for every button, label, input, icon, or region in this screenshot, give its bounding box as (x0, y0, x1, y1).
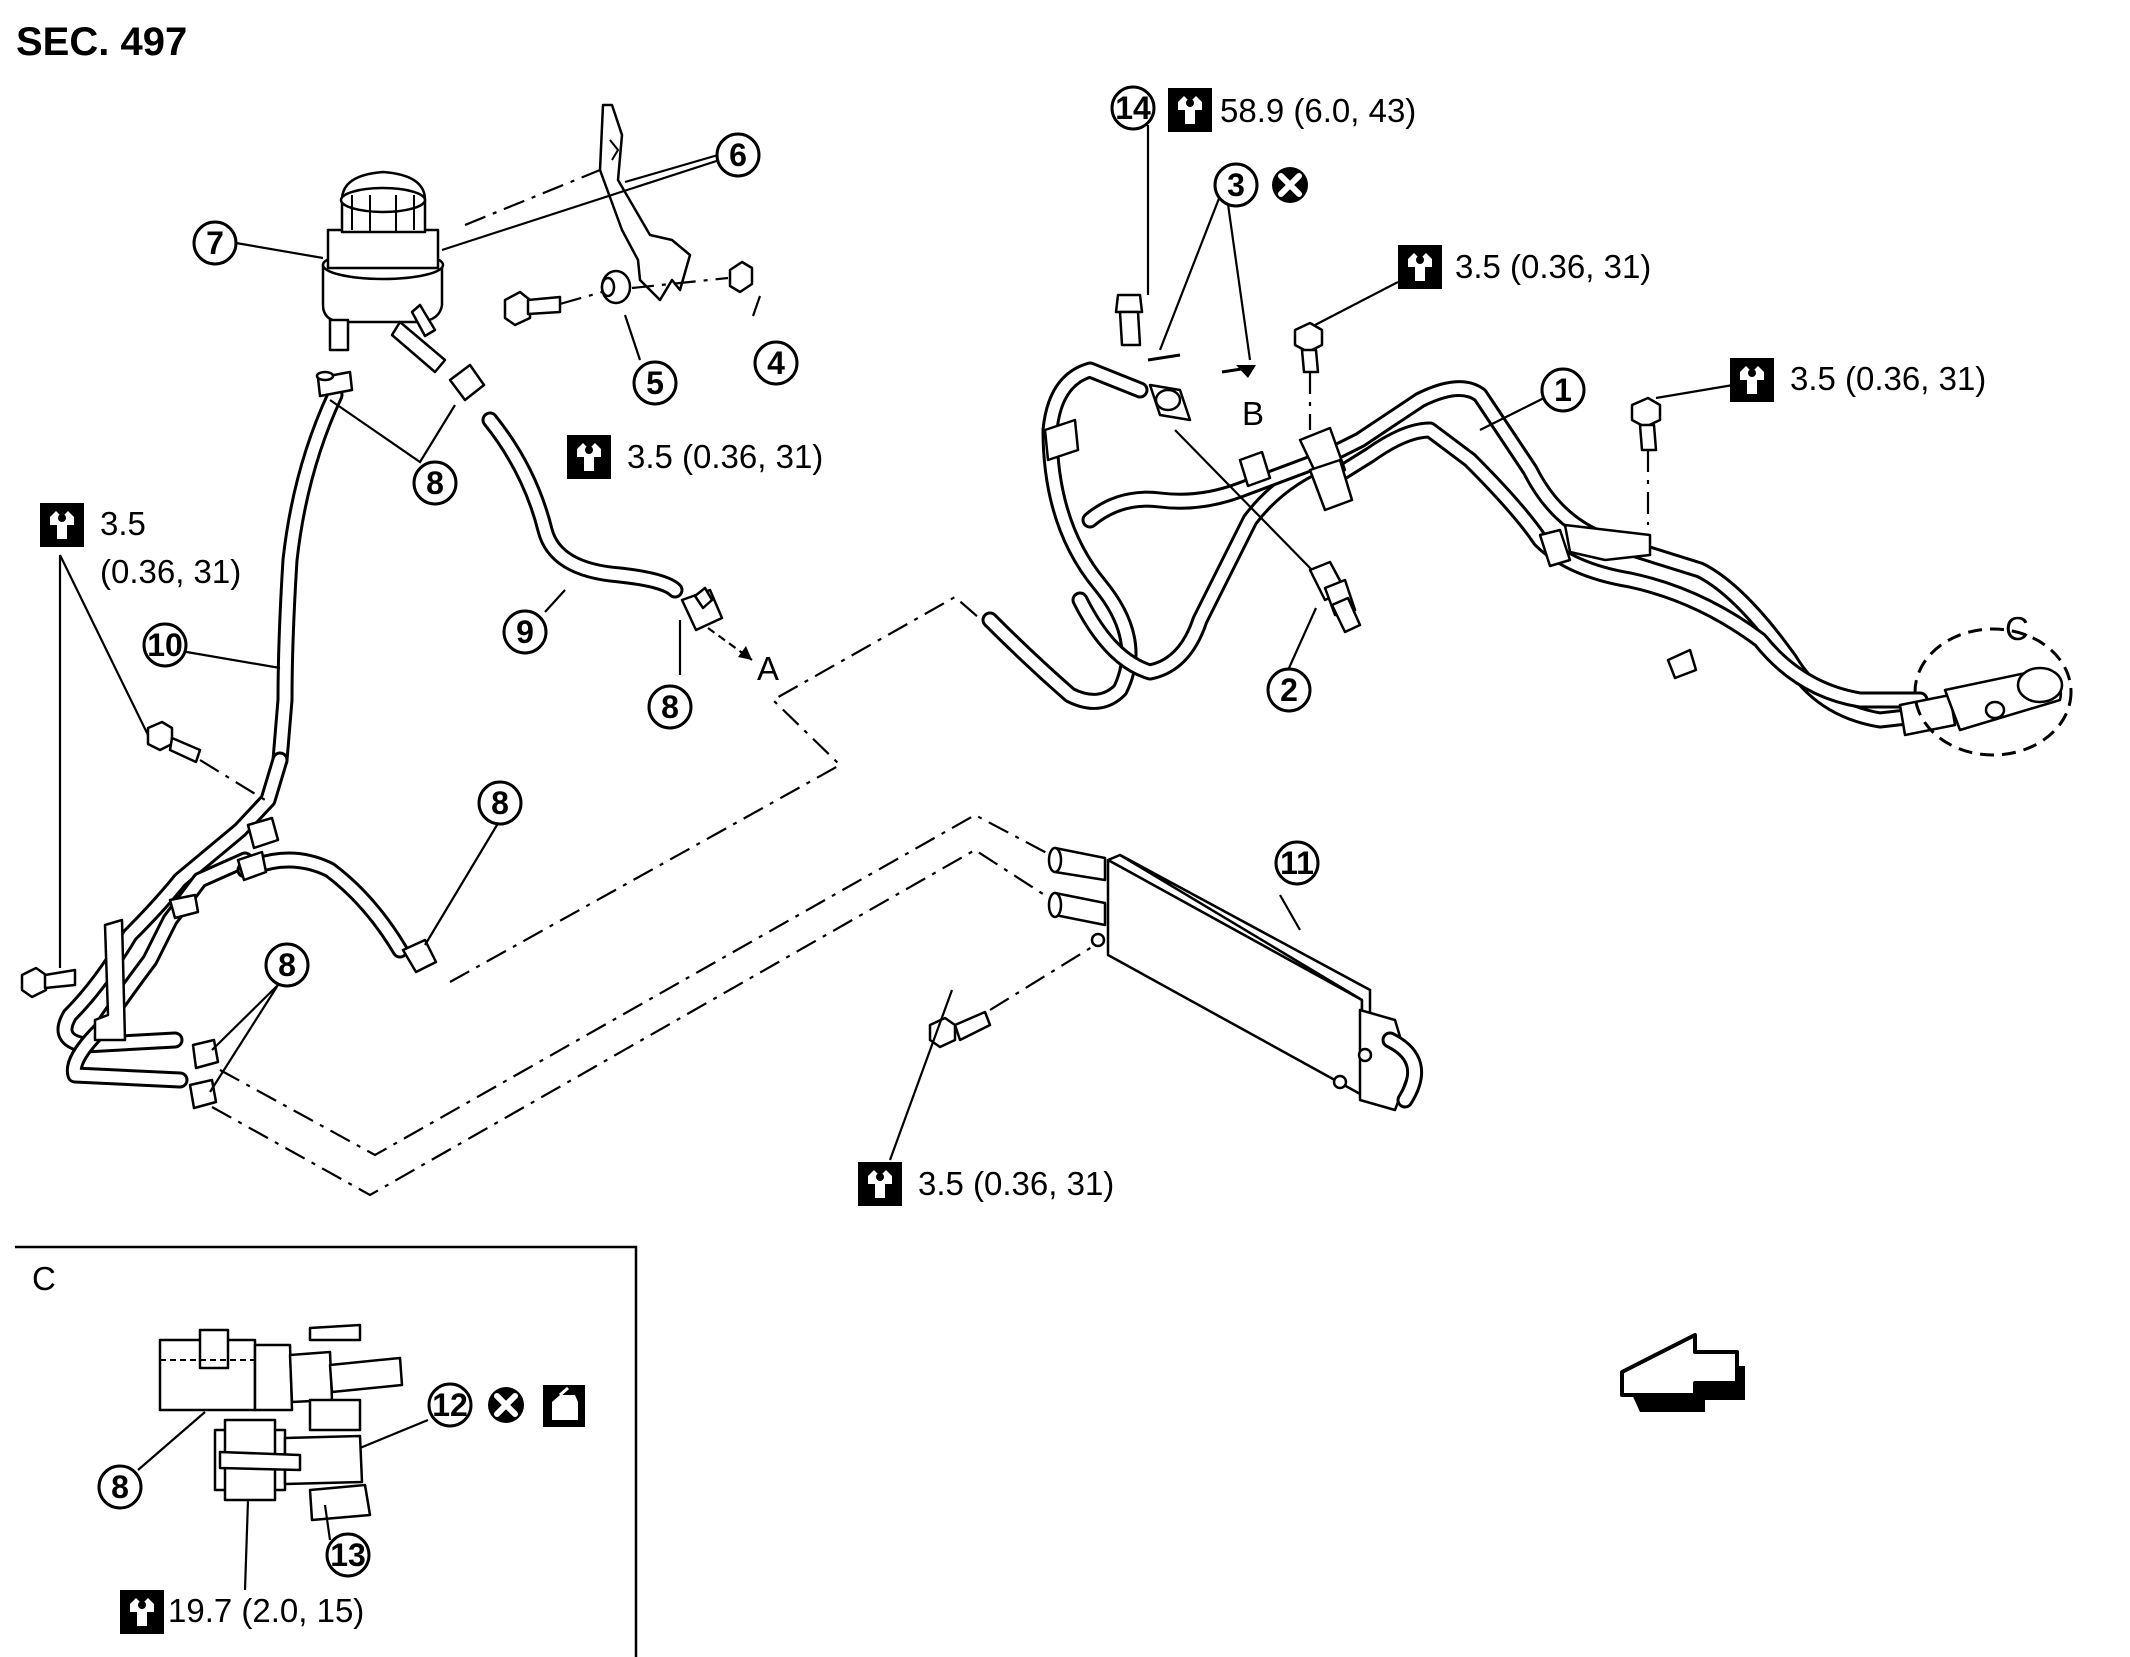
torque-wrench-icon (1730, 358, 1774, 402)
torque-detail-nut: 19.7 (2.0, 15) (168, 1592, 364, 1629)
callout-9: 9 (502, 609, 548, 655)
torque-wrench-icon (120, 1590, 164, 1634)
clamp-8-left-lower-2 (188, 1078, 218, 1110)
marker-c: C (2005, 610, 2029, 647)
route-line-cooler-lower (211, 848, 1061, 1197)
callout-8-tank: 8 (412, 460, 458, 506)
detail-callout-12: 12 (432, 1387, 468, 1423)
torque-wrench-icon (567, 435, 611, 479)
clamp-8-top-mid (448, 363, 486, 402)
svg-text:8: 8 (661, 689, 679, 725)
callout-6: 6 (715, 132, 761, 178)
torque-cooler-bolt: 3.5 (0.36, 31) (918, 1165, 1114, 1202)
callout-8-hose9: 8 (647, 684, 693, 730)
route-line-cooler-upper (219, 813, 1061, 1157)
torque-wrench-icon (1398, 245, 1442, 289)
torque-wrench-icon (858, 1162, 902, 1206)
callout-11: 11 (1274, 840, 1320, 886)
svg-text:11: 11 (1280, 845, 1314, 881)
svg-text:2: 2 (1280, 672, 1298, 708)
torque-bracket-right: 3.5 (0.36, 31) (1790, 360, 1986, 397)
clamp-8-top-left (315, 370, 354, 398)
grommet (600, 269, 632, 305)
svg-text:6: 6 (729, 137, 747, 173)
nut-4 (728, 260, 754, 294)
torque-wrench-icon (1168, 88, 1212, 132)
marker-a: A (757, 650, 779, 687)
torque-wrench-icon (40, 503, 84, 547)
clamp-8-mid (401, 938, 438, 974)
reservoir-bracket (598, 103, 692, 302)
section-title: SEC. 497 (16, 20, 187, 64)
svg-text:8: 8 (278, 947, 296, 983)
hose-9 (481, 411, 684, 599)
callout-3: 3 (1213, 162, 1259, 208)
cooler-bolt (928, 1010, 992, 1049)
hose-10 (271, 386, 344, 769)
front-direction-arrow-icon (1620, 1333, 1745, 1412)
callout-1: 1 (1540, 367, 1586, 413)
detail-c-label: C (32, 1260, 56, 1297)
left-bolt-lower (20, 966, 77, 999)
left-bolt-upper (146, 720, 202, 764)
torque-left-value: 3.5 (100, 505, 146, 542)
do-not-reuse-icon (1272, 167, 1308, 203)
arrow-b (1236, 365, 1256, 378)
torque-tank-bolt: 3.5 (0.36, 31) (627, 438, 823, 475)
callout-2: 2 (1266, 667, 1312, 713)
detail-c-panel: C 8 12 13 19.7 (2.0, 15) (15, 1245, 638, 1657)
hydraulic-pipe-assembly (981, 361, 2064, 737)
torque-bolt-14: 58.9 (6.0, 43) (1220, 92, 1416, 129)
svg-text:5: 5 (646, 365, 664, 401)
svg-text:9: 9 (516, 614, 534, 650)
svg-text:1: 1 (1554, 372, 1572, 408)
detail-callout-8: 8 (111, 1469, 129, 1505)
reservoir-tank (321, 170, 447, 374)
callout-5: 5 (632, 360, 678, 406)
svg-text:4: 4 (767, 345, 785, 381)
torque-bracket-upper: 3.5 (0.36, 31) (1455, 248, 1651, 285)
callout-leaders (58, 125, 1746, 1161)
svg-text:8: 8 (491, 785, 509, 821)
left-bracket (93, 918, 127, 1042)
callout-7: 7 (192, 220, 238, 266)
bolt-tank (503, 290, 562, 327)
arrow-a (707, 627, 753, 661)
route-line-a (449, 595, 1011, 983)
detail-c-circle (1913, 627, 2073, 757)
callout-10: 10 (142, 622, 188, 668)
clamp-8-left-lower-1 (191, 1038, 220, 1070)
callout-8-lower-left: 8 (264, 942, 310, 988)
svg-text:10: 10 (147, 627, 183, 663)
svg-text:7: 7 (206, 225, 224, 261)
clamp-8-hose9 (680, 586, 724, 632)
callout-8-mid: 8 (477, 780, 523, 826)
pressure-sensor (1308, 560, 1362, 634)
callout-14: 14 (1110, 85, 1156, 131)
torque-left-units: (0.36, 31) (100, 553, 241, 590)
bracket-bolt-right-upper (1293, 321, 1324, 374)
marker-b: B (1242, 395, 1264, 432)
detail-callout-13: 13 (330, 1537, 366, 1573)
apply-fluid-icon (543, 1385, 585, 1427)
eye-bolt-14 (1114, 293, 1144, 347)
bracket-bolt-right (1630, 396, 1662, 452)
svg-text:3: 3 (1227, 167, 1245, 203)
oil-cooler (1047, 846, 1424, 1112)
do-not-reuse-icon (488, 1387, 524, 1423)
svg-text:14: 14 (1115, 90, 1151, 126)
svg-text:8: 8 (426, 465, 444, 501)
callout-4: 4 (753, 340, 799, 386)
